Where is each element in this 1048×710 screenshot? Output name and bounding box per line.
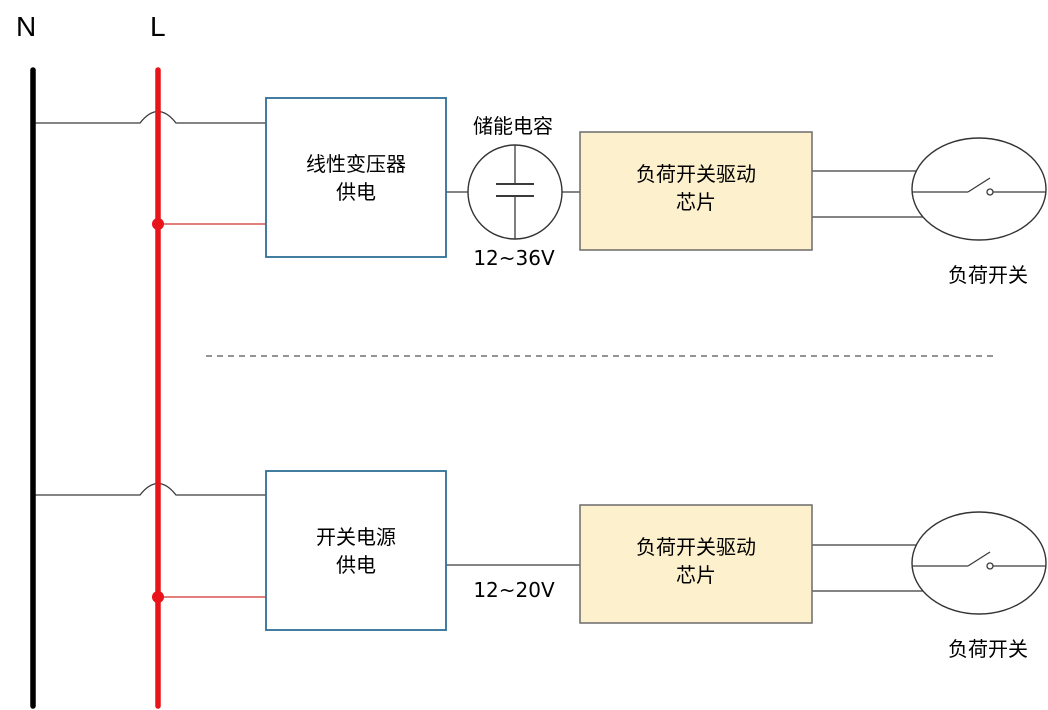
top-driver-box-line2: 芯片 <box>676 190 716 214</box>
top-switch-blade <box>967 177 991 193</box>
bottom-voltage-label: 12~20V <box>473 578 555 602</box>
bottom-switch-label: 负荷开关 <box>948 637 1028 661</box>
top-neutral-wire <box>34 110 266 124</box>
bottom-driver-box-line1: 负荷开关驱动 <box>636 535 756 559</box>
capacitor-label: 储能电容 <box>473 114 553 138</box>
top-driver-box-line1: 负荷开关驱动 <box>636 162 756 186</box>
bottom-driver-box-line2: 芯片 <box>676 563 716 587</box>
top-supply-box <box>265 97 447 258</box>
bottom-supply-box-line2: 供电 <box>336 553 376 577</box>
top-supply-box-line2: 供电 <box>336 180 376 204</box>
bottom-supply-box-line1: 开关电源 <box>316 525 396 549</box>
top-supply-box-line1: 线性变压器 <box>306 152 406 176</box>
bottom-driver-box <box>579 504 813 624</box>
line-rail-label: L <box>150 11 166 42</box>
bottom-switch-blade <box>967 551 991 567</box>
top-driver-box <box>579 131 813 251</box>
top-voltage-label: 12~36V <box>473 246 555 270</box>
top-load-switch-symbol <box>911 137 1047 241</box>
bottom-supply-box <box>265 470 447 631</box>
bottom-load-switch-symbol <box>911 511 1047 615</box>
top-line-junction-dot <box>152 218 164 230</box>
neutral-rail-label: N <box>16 11 36 42</box>
top-switch-label: 负荷开关 <box>948 263 1028 287</box>
bottom-line-junction-dot <box>152 591 164 603</box>
bottom-neutral-wire <box>34 482 266 496</box>
